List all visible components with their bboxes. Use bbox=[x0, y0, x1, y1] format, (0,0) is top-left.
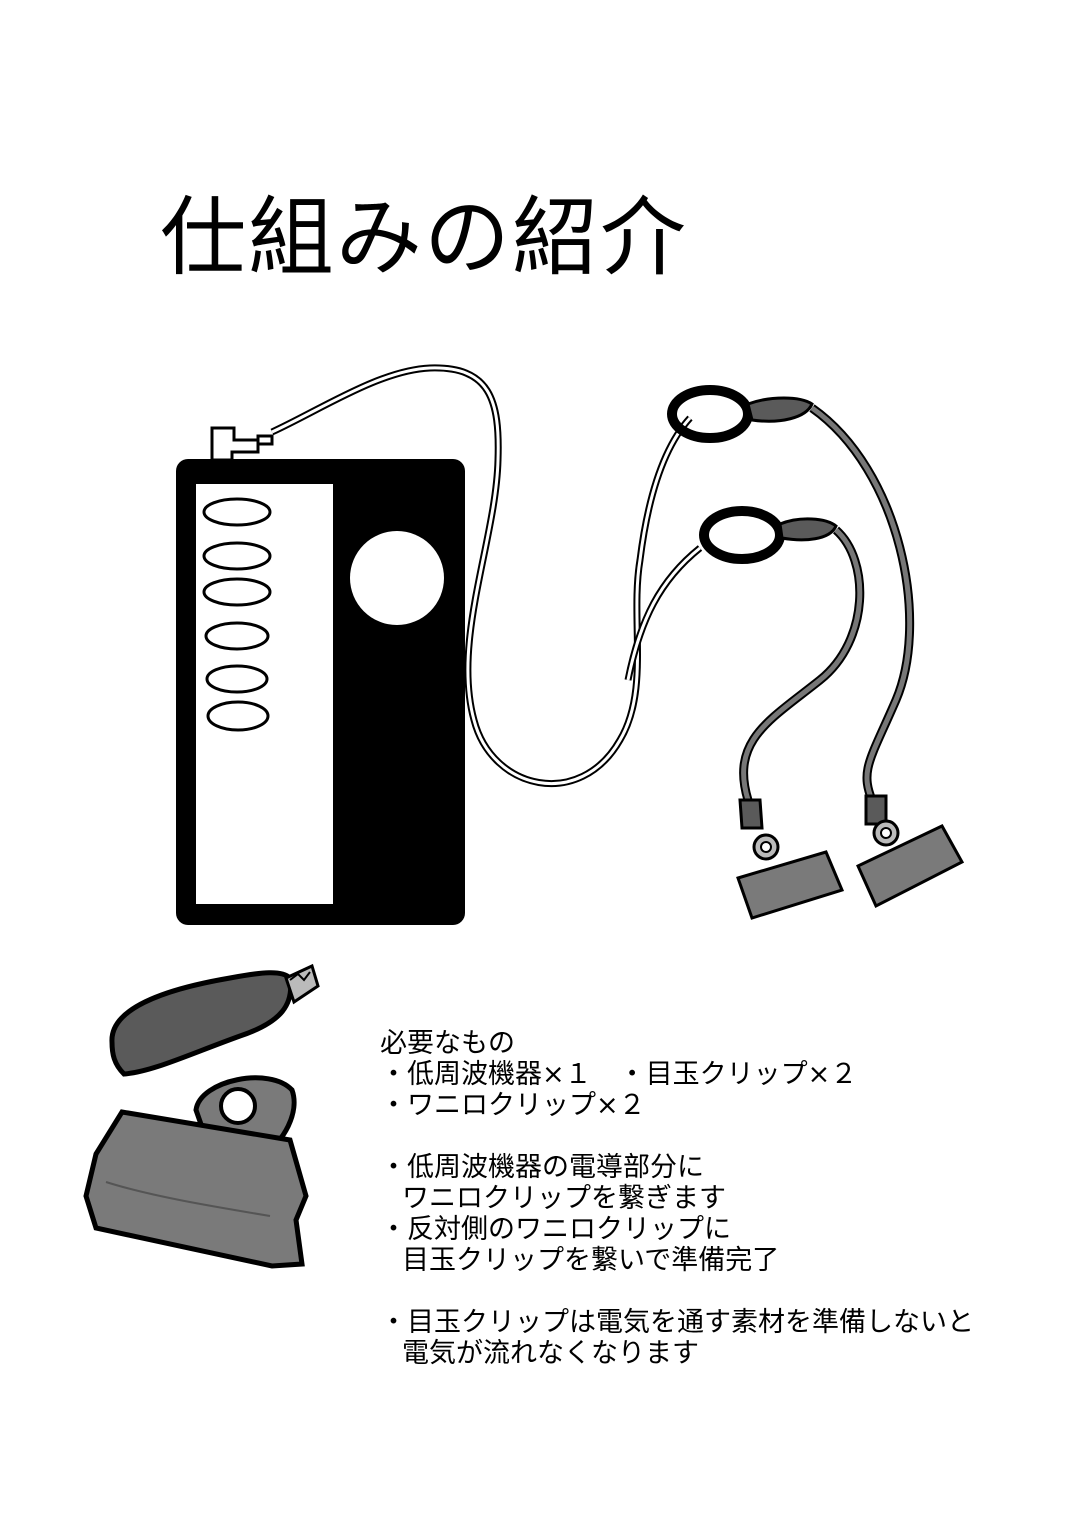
note-line: 電気が流れなくなります bbox=[402, 1338, 699, 1369]
requirements-line: ・低周波機器×１ ・目玉クリップ×２ bbox=[380, 1059, 858, 1090]
steps-line: ・低周波機器の電導部分に bbox=[380, 1152, 704, 1183]
binder-clip-icon bbox=[83, 1075, 309, 1269]
spacer bbox=[380, 1121, 1060, 1152]
steps-line: ・反対側のワニロクリップに bbox=[380, 1214, 731, 1245]
cable bbox=[270, 364, 703, 788]
alligator-clip-icon bbox=[109, 963, 320, 1077]
connector-lower bbox=[699, 506, 865, 802]
note-line: ・目玉クリップは電気を通す素材を準備しないと bbox=[380, 1307, 974, 1338]
binder-clip-icon bbox=[736, 794, 965, 920]
low-frequency-device-icon bbox=[176, 426, 465, 925]
steps-line: ワニロクリップを繋ぎます bbox=[402, 1183, 726, 1214]
spacer bbox=[380, 1276, 1060, 1307]
connector-upper bbox=[667, 385, 915, 802]
notes: 必要なもの ・低周波機器×１ ・目玉クリップ×２ ・ワニロクリップ×２ ・低周波… bbox=[380, 1028, 1060, 1369]
requirements-heading: 必要なもの bbox=[380, 1028, 515, 1059]
page-title: 仕組みの紹介 bbox=[160, 188, 688, 288]
requirements-line: ・ワニロクリップ×２ bbox=[380, 1090, 646, 1121]
steps-line: 目玉クリップを繋いで準備完了 bbox=[402, 1245, 780, 1276]
